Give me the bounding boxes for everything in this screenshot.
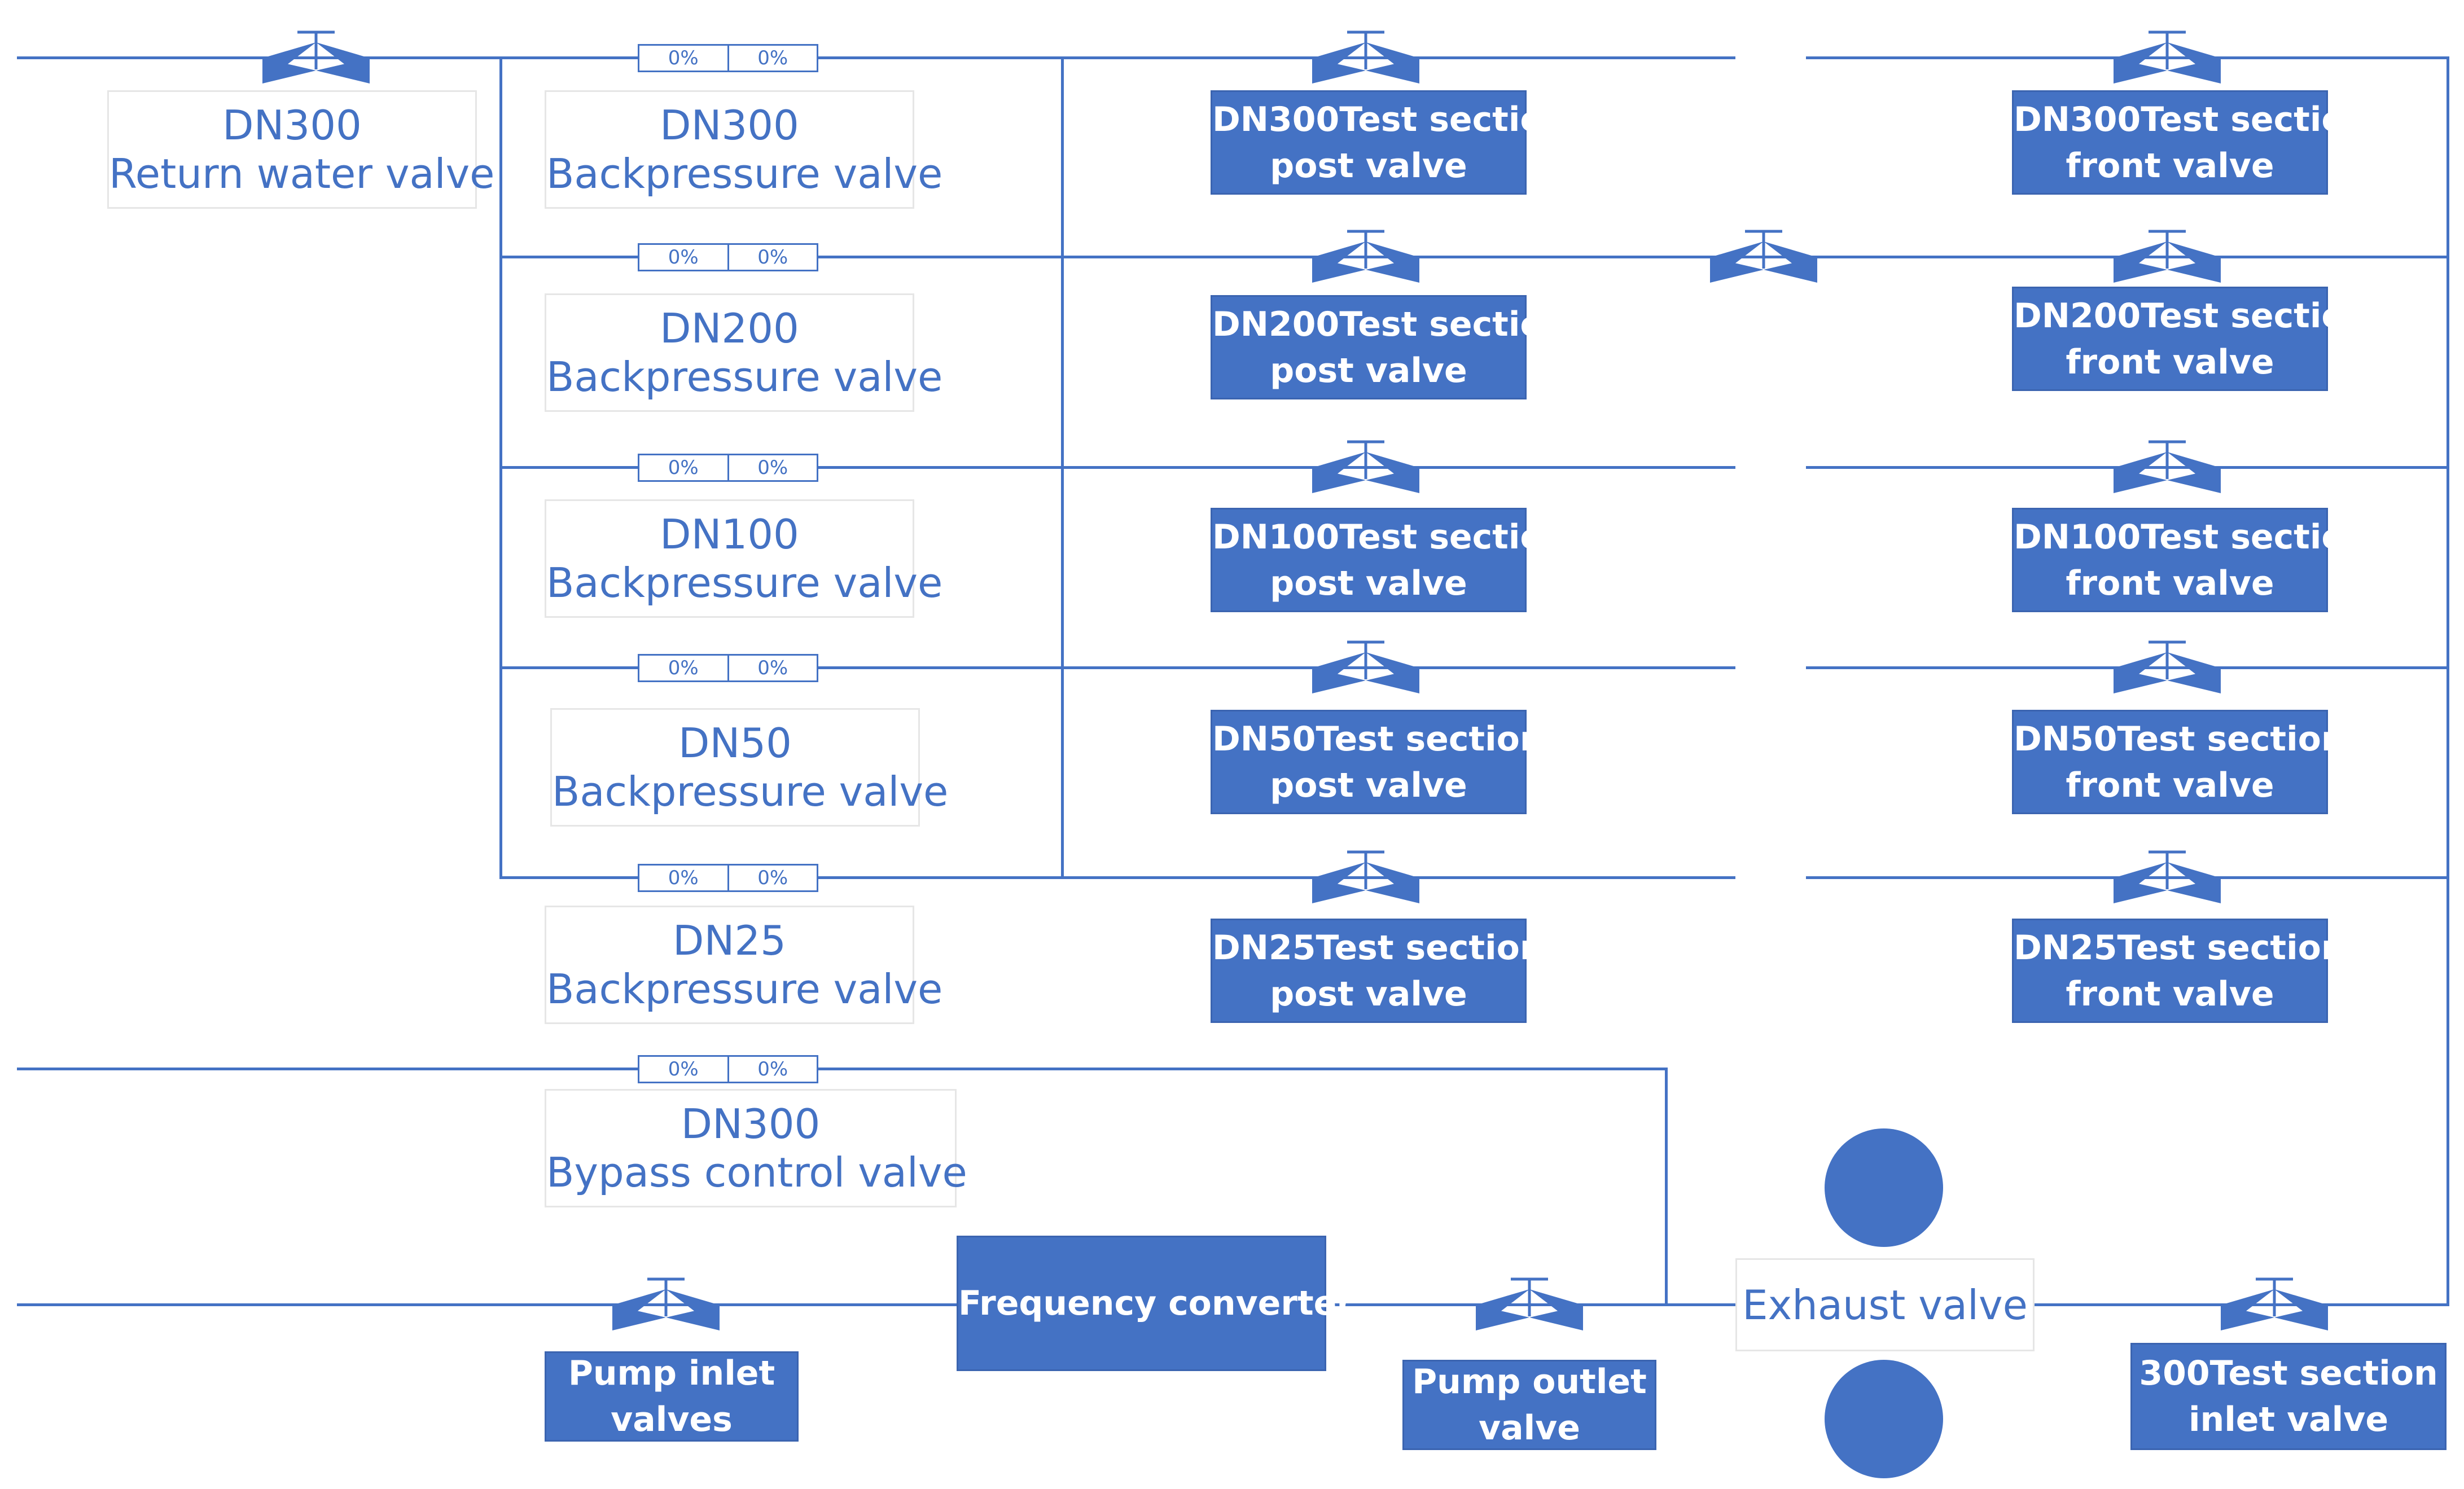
return-water-valve-symbol[interactable] xyxy=(262,30,370,86)
exhaust-lower-circle-icon xyxy=(1825,1360,1943,1478)
backpressure-50-label: DN50 Backpressure valve xyxy=(550,708,948,827)
inlet-300-valve-label: 300Test section inlet valve xyxy=(2130,1343,2447,1450)
pipe-vert-right xyxy=(2447,56,2449,1306)
opening-b: 0% xyxy=(727,245,817,270)
opening-a: 0% xyxy=(668,47,699,69)
exhaust-upper-circle-icon xyxy=(1825,1128,1943,1247)
post-valve-symbol-50[interactable] xyxy=(1312,640,1419,696)
post-valve-label-100: DN100Test section post valve xyxy=(1211,508,1567,612)
front-valve-symbol-300[interactable] xyxy=(2114,30,2221,86)
pipe-row4-left xyxy=(499,666,1735,669)
backpressure-300-opening: 0% 0% xyxy=(638,44,818,72)
pump-outlet-valve-symbol[interactable] xyxy=(1476,1277,1583,1333)
pipe-row3-left xyxy=(499,466,1735,469)
bypass-opening: 0% 0% xyxy=(638,1055,818,1083)
pipe-vert-post xyxy=(1061,56,1064,879)
inlet-300-valve-symbol[interactable] xyxy=(2221,1277,2328,1333)
pipe-row5-left xyxy=(499,876,1735,879)
post-valve-symbol-100[interactable] xyxy=(1312,440,1419,496)
post-valve-label-25: DN25Test section post valve xyxy=(1211,919,1544,1023)
front-valve-label-100: DN100Test section front valve xyxy=(2012,508,2369,612)
backpressure-100-label: DN100 Backpressure valve xyxy=(545,499,942,618)
pipe-top-left xyxy=(17,56,1735,59)
opening-a: 0% xyxy=(668,246,699,269)
front-valve-symbol-100[interactable] xyxy=(2114,440,2221,496)
post-valve-symbol-300[interactable] xyxy=(1312,30,1419,86)
backpressure-300-label: DN300 Backpressure valve xyxy=(545,90,942,209)
post-valve-label-300: DN300Test section post valve xyxy=(1211,90,1567,195)
exhaust-valve-label: Exhaust valve xyxy=(1735,1258,2035,1351)
post-valve-symbol-25[interactable] xyxy=(1312,850,1419,906)
pump-inlet-valve-symbol[interactable] xyxy=(612,1277,720,1333)
front-valve-symbol-50[interactable] xyxy=(2114,640,2221,696)
pipe-vert-backpressure xyxy=(499,56,502,879)
backpressure-50-opening: 0% 0% xyxy=(638,654,818,682)
backpressure-100-opening: 0% 0% xyxy=(638,454,818,482)
opening-b: 0% xyxy=(727,1057,817,1082)
bypass-control-valve-label: DN300 Bypass control valve xyxy=(545,1089,967,1207)
backpressure-25-label: DN25 Backpressure valve xyxy=(545,906,942,1024)
frequency-converter[interactable]: Frequency converter xyxy=(957,1236,1353,1371)
front-valve-label-200: DN200Test section front valve xyxy=(2012,287,2369,391)
pump-inlet-valves-label: Pump inlet valves xyxy=(545,1351,799,1442)
front-valve-symbol-25[interactable] xyxy=(2114,850,2221,906)
backpressure-200-label: DN200 Backpressure valve xyxy=(545,293,942,412)
opening-a: 0% xyxy=(668,1058,699,1080)
link-valve-symbol[interactable] xyxy=(1710,229,1817,285)
opening-a: 0% xyxy=(668,867,699,889)
return-water-valve-label: DN300 Return water valve xyxy=(107,90,494,209)
front-valve-label-300: DN300Test section front valve xyxy=(2012,90,2369,195)
front-valve-label-50: DN50Test section front valve xyxy=(2012,710,2345,814)
post-valve-symbol-200[interactable] xyxy=(1312,229,1419,285)
opening-b: 0% xyxy=(727,455,817,480)
post-valve-label-50: DN50Test section post valve xyxy=(1211,710,1544,814)
opening-a: 0% xyxy=(668,456,699,479)
front-valve-label-25: DN25Test section front valve xyxy=(2012,919,2345,1023)
pipe-vert-bypass xyxy=(1665,1068,1668,1306)
opening-b: 0% xyxy=(727,656,817,680)
backpressure-25-opening: 0% 0% xyxy=(638,864,818,892)
opening-a: 0% xyxy=(668,657,699,679)
pipe-row2 xyxy=(499,256,2449,258)
front-valve-symbol-200[interactable] xyxy=(2114,229,2221,285)
pipe-bypass xyxy=(17,1068,1668,1070)
post-valve-label-200: DN200Test section post valve xyxy=(1211,295,1567,399)
opening-b: 0% xyxy=(727,866,817,890)
pump-outlet-valve-label: Pump outlet valve xyxy=(1402,1360,1656,1450)
opening-b: 0% xyxy=(727,46,817,71)
pipe-bottom-left xyxy=(17,1303,1738,1306)
backpressure-200-opening: 0% 0% xyxy=(638,243,818,271)
